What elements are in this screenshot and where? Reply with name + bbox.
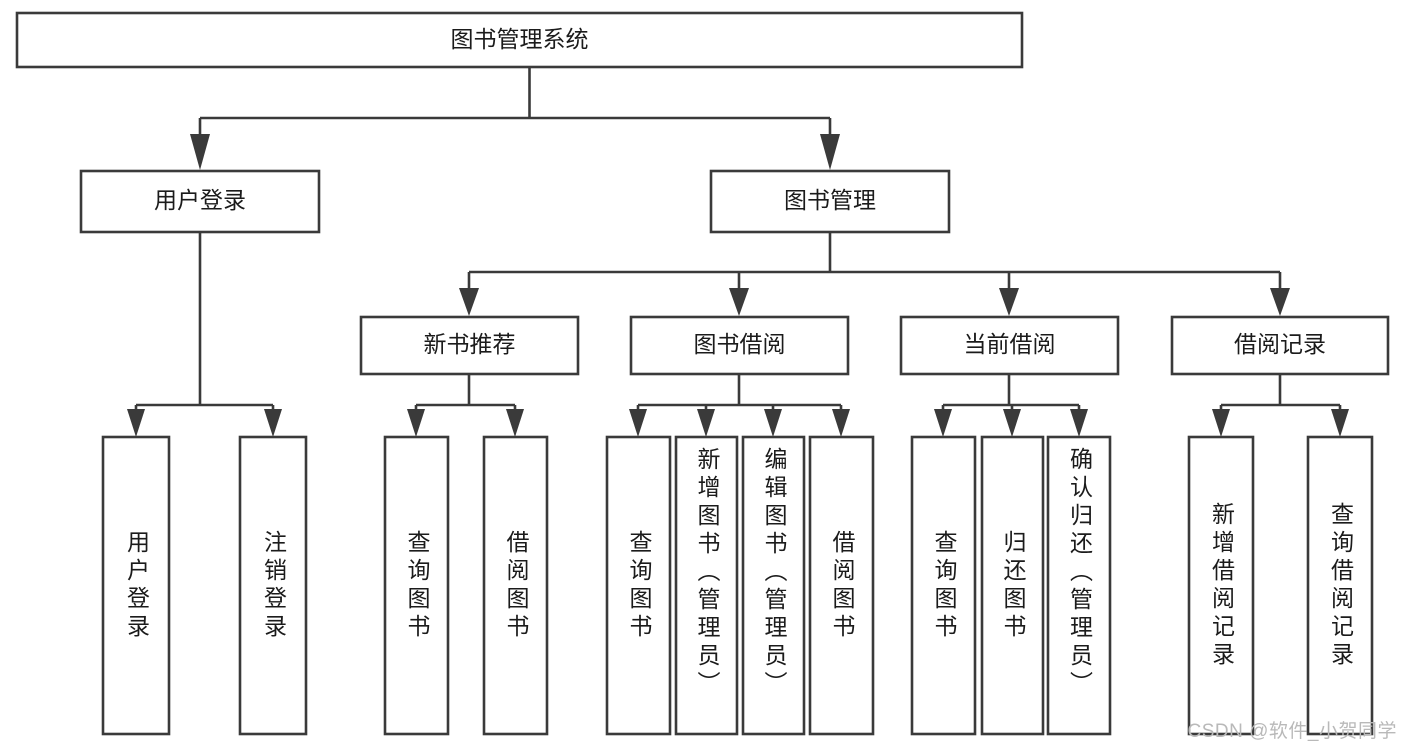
node-layer: 图书管理系统 用户登录 图书管理 新书推荐 图书借阅 当前借阅 借阅记录 [15, 11, 1390, 736]
arrow-to-current-borrow [999, 288, 1019, 316]
leaf-box-query-book-newbook[interactable] [383, 435, 450, 736]
node-book-management-box[interactable] [709, 169, 951, 234]
node-book-borrow-label: 图书借阅 [694, 331, 786, 357]
arrow-to-leaf-query-book-c [934, 409, 952, 437]
leaf-box-confirm-return-admin[interactable] [1046, 435, 1112, 736]
arrow-to-leaf-add-book [697, 409, 715, 437]
node-borrow-records-box[interactable] [1170, 315, 1390, 376]
node-user-login-box[interactable] [79, 169, 321, 234]
arrow-to-leaf-edit-book [764, 409, 782, 437]
arrow-to-leaf-confirm-return [1070, 409, 1088, 437]
arrow-to-leaf-borrow-book-b [832, 409, 850, 437]
arrow-to-book-mgmt [820, 134, 840, 170]
leaf-box-return-book[interactable] [980, 435, 1045, 736]
arrow-to-leaf-add-record [1212, 409, 1230, 437]
arrow-to-user-login [190, 134, 210, 170]
leaf-box-query-borrow-record[interactable] [1306, 435, 1374, 736]
connector-layer [127, 67, 1349, 437]
arrow-to-leaf-return-book [1003, 409, 1021, 437]
arrow-to-new-book-rec [459, 288, 479, 316]
leaf-box-user-login[interactable] [101, 435, 171, 736]
node-new-book-recommend-box[interactable] [359, 315, 580, 376]
arrow-to-leaf-query-book-a [407, 409, 425, 437]
arrow-to-leaf-query-book-b [629, 409, 647, 437]
arrow-to-leaf-query-record [1331, 409, 1349, 437]
node-new-book-recommend-label: 新书推荐 [424, 331, 516, 357]
arrow-to-borrow-records [1270, 288, 1290, 316]
arrow-to-leaf-logout [264, 409, 282, 437]
leaf-box-borrow-book-borrow[interactable] [808, 435, 875, 736]
node-borrow-records-label: 借阅记录 [1234, 331, 1326, 357]
leaf-box-add-book-admin[interactable] [674, 435, 739, 736]
leaf-box-borrow-book-newbook[interactable] [482, 435, 549, 736]
node-user-login-label: 用户登录 [154, 187, 246, 213]
node-current-borrow-label: 当前借阅 [964, 331, 1056, 357]
leaf-box-logout[interactable] [238, 435, 308, 736]
arrow-to-book-borrow [729, 288, 749, 316]
node-root-box[interactable] [15, 11, 1024, 69]
node-book-management-label: 图书管理 [784, 187, 876, 213]
node-book-borrow-box[interactable] [629, 315, 850, 376]
leaf-box-edit-book-admin[interactable] [741, 435, 806, 736]
arrow-to-leaf-borrow-book-a [506, 409, 524, 437]
node-root-label: 图书管理系统 [451, 26, 589, 52]
leaf-box-query-book-current[interactable] [910, 435, 977, 736]
leaf-box-query-book-borrow[interactable] [605, 435, 672, 736]
node-current-borrow-box[interactable] [899, 315, 1120, 376]
leaf-box-add-borrow-record[interactable] [1187, 435, 1255, 736]
arrow-to-leaf-user-login [127, 409, 145, 437]
